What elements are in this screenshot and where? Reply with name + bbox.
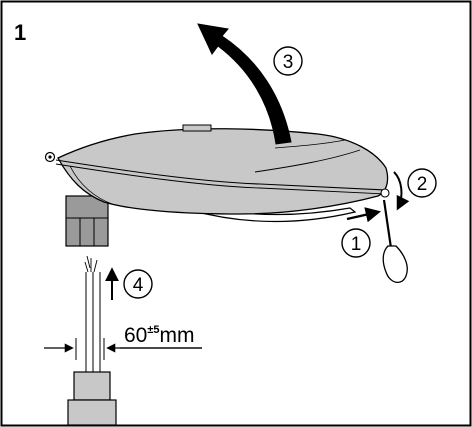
dimension-label: 60±5mm <box>124 324 195 347</box>
luminaire-rim <box>55 159 387 191</box>
mounting-block <box>65 195 109 247</box>
dimension-unit: mm <box>160 324 195 347</box>
step-3-label: 3 <box>283 52 294 73</box>
step-2-label: 2 <box>417 174 428 195</box>
step-2-circle <box>407 168 437 198</box>
luminaire-housing <box>57 128 389 215</box>
open-cover-arrow <box>197 23 292 145</box>
step-4-label: 4 <box>133 275 144 296</box>
push-arrow <box>346 207 382 223</box>
latch <box>380 188 390 198</box>
rotate-arrow <box>393 171 410 211</box>
cable <box>84 255 101 372</box>
screwdriver <box>382 199 408 283</box>
step-4-circle <box>123 269 153 299</box>
luminaire <box>44 124 390 247</box>
step-3-circle <box>273 46 303 76</box>
step-1-label: 1 <box>351 234 362 255</box>
pole-bracket <box>67 371 117 426</box>
dimension-value: 60 <box>124 324 147 347</box>
top-cap <box>182 124 212 132</box>
figure-number: 1 <box>14 20 26 45</box>
dimension-tolerance: ±5 <box>147 324 159 336</box>
strip-length-dimension <box>44 338 202 360</box>
step-1-circle <box>341 228 371 258</box>
